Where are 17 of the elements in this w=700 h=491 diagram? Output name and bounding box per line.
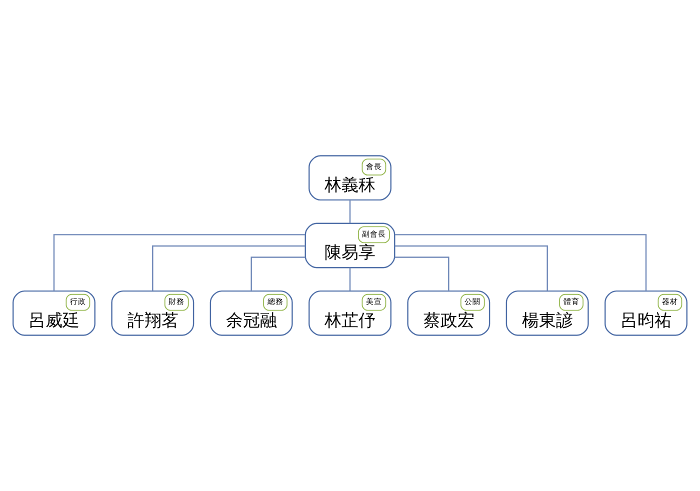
connector [394, 234, 647, 291]
node-box: 副會長 陳易享 [304, 222, 396, 268]
connector [349, 268, 351, 291]
node-box: 美宣 林芷伃 [308, 290, 392, 336]
connector [394, 256, 450, 292]
connector [152, 245, 306, 291]
node-box: 公關 蔡政宏 [407, 290, 490, 336]
connector [394, 245, 548, 291]
node-box: 總務 余冠融 [210, 290, 293, 336]
connector [349, 200, 351, 224]
node-box: 行政 呂威廷 [12, 290, 96, 336]
node-box: 財務 許翔茗 [111, 290, 194, 336]
connector [53, 234, 306, 291]
node-box: 器材 呂昀祐 [604, 290, 688, 336]
node-box: 體育 楊東諺 [506, 290, 589, 336]
connector [250, 256, 306, 292]
node-box: 會長 林義秝 [308, 155, 392, 201]
